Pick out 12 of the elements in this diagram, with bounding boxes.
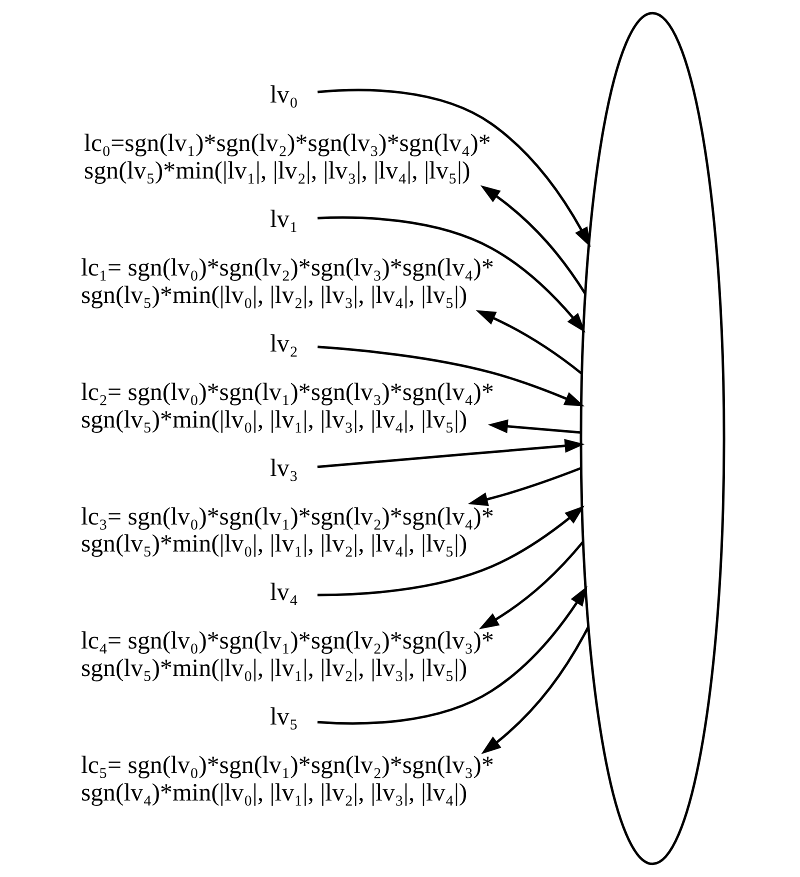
- node-text: lv₂: [270, 330, 298, 358]
- node-text: lc₄= sgn(lv₀)*sgn(lv₁)*sgn(lv₂)*sgn(lv₃)* sgn(lv₅)*min(|lv₀|, |lv₁|, |lv₂|, |lv₃|, |lv₅|): [80, 628, 494, 682]
- node-text: lc₀=sgn(lv₁)*sgn(lv₂)*sgn(lv₃)*sgn(lv₄)* sgn(lv₅)*min(|lv₁|, |lv₂|, |lv₃|, |lv₄|, |lv₅|): [84, 130, 491, 185]
- node-text: lv₁: [270, 206, 298, 234]
- node-text: lv₃: [270, 454, 298, 482]
- node-text: lc₂= sgn(lv₀)*sgn(lv₁)*sgn(lv₃)*sgn(lv₄)* sgn(lv₅)*min(|lv₀|, |lv₁|, |lv₃|, |lv₄|, |lv₅|): [80, 378, 494, 434]
- node-text: lv₀: [270, 82, 298, 109]
- node-text: lc₃= sgn(lv₀)*sgn(lv₁)*sgn(lv₂)*sgn(lv₄)* sgn(lv₅)*min(|lv₀|, |lv₁|, |lv₂|, |lv₄|, |lv₅|): [80, 503, 494, 558]
- node-text: lv₄: [270, 579, 298, 606]
- node-text: lc₁= sgn(lv₀)*sgn(lv₂)*sgn(lv₃)*sgn(lv₄)* sgn(lv₅)*min(|lv₀|, |lv₂|, |lv₃|, |lv₄|, |lv₅|): [80, 254, 494, 309]
- node-text: lv₅: [270, 704, 298, 731]
- node-text: lc₅= sgn(lv₀)*sgn(lv₁)*sgn(lv₂)*sgn(lv₃)* sgn(lv₄)*min(|lv₀|, |lv₁|, |lv₂|, |lv₃|, |lv₄|): [80, 752, 494, 806]
